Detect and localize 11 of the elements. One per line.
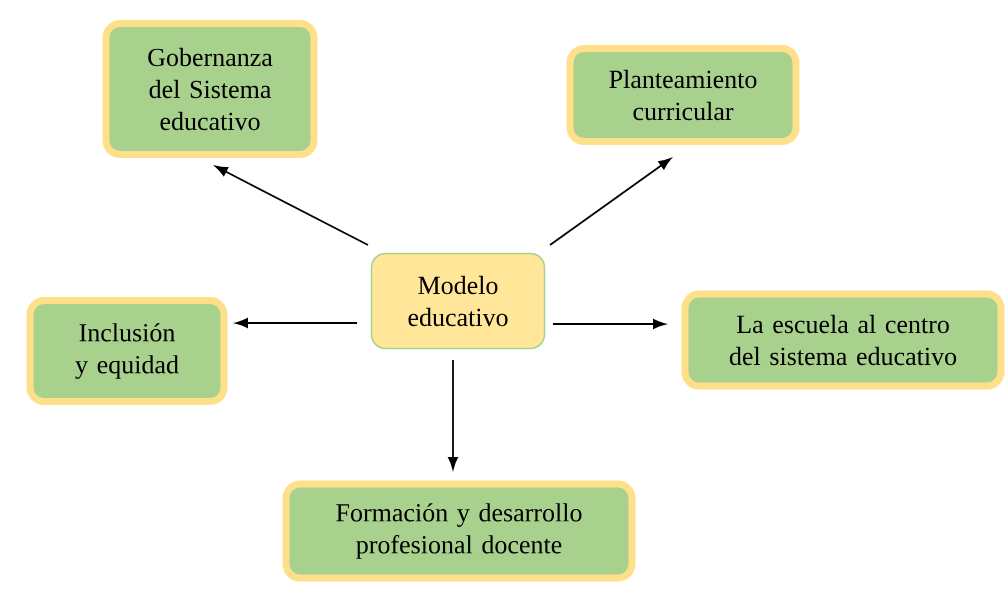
arrow [448,359,458,470]
process-box: Inclusión y equidad [26,297,228,405]
process-box: La escuela al centro del sistema educativo [681,290,1005,390]
process-box: Formación y desarrollo profesional docente [282,480,636,582]
process-box: Planteamiento curricular [566,45,800,145]
arrow [235,318,358,328]
arrow [552,319,666,329]
process-box: Modelo educativo [370,252,546,350]
process-box: Gobernanza del Sistema educativo [102,20,318,158]
arrow [215,165,369,246]
arrow [549,158,671,246]
